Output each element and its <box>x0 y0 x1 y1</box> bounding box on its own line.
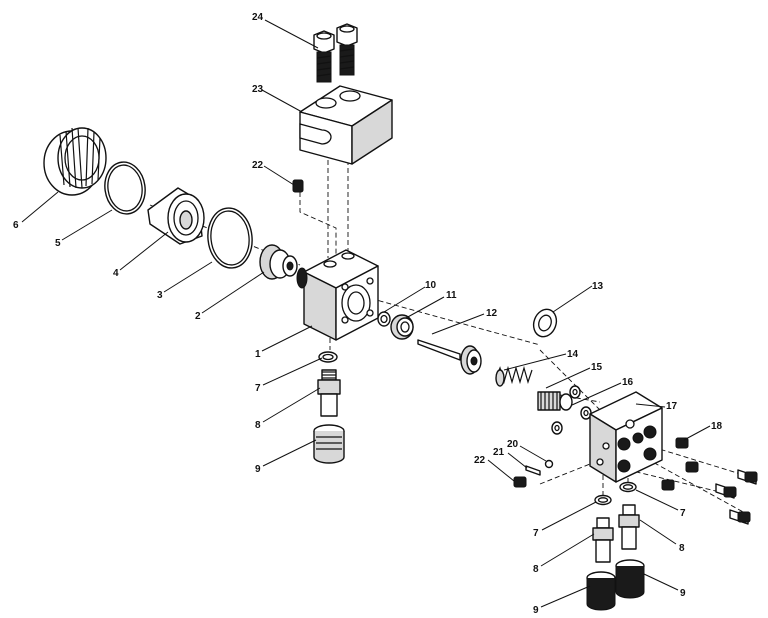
callout-8-left: 8 <box>255 420 261 431</box>
leader-lines <box>21 19 711 608</box>
part-3-o-ring <box>207 207 253 269</box>
part-10-small-washer <box>377 311 391 327</box>
callout-2: 2 <box>195 311 201 322</box>
callout-17: 17 <box>666 401 678 412</box>
callout-13: 13 <box>592 281 604 292</box>
callout-7-right-a: 7 <box>533 528 539 539</box>
part-5-o-ring <box>104 161 146 215</box>
callout-9-right-a: 9 <box>533 605 539 616</box>
callout-14: 14 <box>567 349 579 360</box>
callout-20: 20 <box>507 439 519 450</box>
callout-15: 15 <box>591 362 603 373</box>
part-11-nut <box>390 314 414 340</box>
callout-7-left: 7 <box>255 383 261 394</box>
callout-24: 24 <box>252 12 264 23</box>
part-2-connector <box>259 244 298 280</box>
part-9-cap-left <box>313 424 345 464</box>
callout-3: 3 <box>157 290 163 301</box>
part-12-needle-stem <box>417 339 482 375</box>
callout-16: 16 <box>622 377 634 388</box>
part-1-main-block <box>296 249 379 341</box>
part-20-ball <box>544 459 554 469</box>
callout-8-right-a: 8 <box>533 564 539 575</box>
callout-4: 4 <box>113 268 119 279</box>
callout-1: 1 <box>255 349 261 360</box>
callout-8-right-b: 8 <box>679 543 685 554</box>
part-21-pin <box>525 465 541 476</box>
callout-labels: 24 23 22 6 5 4 3 2 1 7 8 9 10 11 12 13 1… <box>13 12 723 616</box>
part-13-flat-washer <box>532 308 558 338</box>
callout-22-lower: 22 <box>474 455 486 466</box>
part-23-clamp-block <box>299 85 393 165</box>
callout-18: 18 <box>711 421 723 432</box>
callout-6: 6 <box>13 220 19 231</box>
callout-12: 12 <box>486 308 498 319</box>
callout-5: 5 <box>55 238 61 249</box>
part-16-small-washers <box>551 406 592 435</box>
part-18-screws <box>661 437 758 525</box>
callout-23: 23 <box>252 84 264 95</box>
callout-9-left: 9 <box>255 464 261 475</box>
part-8-fitting-left <box>317 369 341 417</box>
part-15-knurled-knob <box>537 385 581 411</box>
callout-7-right-b: 7 <box>680 508 686 519</box>
part-7-washer-left <box>318 351 338 363</box>
part-7-washers-right <box>594 481 637 506</box>
part-4-cone-housing <box>147 187 205 245</box>
callout-10: 10 <box>425 280 437 291</box>
callout-21: 21 <box>493 447 505 458</box>
part-22-set-screw-lower <box>513 476 527 488</box>
part-24-cap-screws <box>313 23 358 83</box>
part-17-outlet-block <box>589 391 663 483</box>
part-14-spring <box>495 365 533 387</box>
callout-9-right-b: 9 <box>680 588 686 599</box>
part-8-fittings-right <box>592 504 640 563</box>
callout-11: 11 <box>446 290 457 301</box>
part-6-knurled-ring <box>43 127 107 196</box>
callout-22-upper: 22 <box>252 160 264 171</box>
part-22-set-screw-upper <box>292 179 304 193</box>
part-9-caps-right <box>586 559 645 611</box>
